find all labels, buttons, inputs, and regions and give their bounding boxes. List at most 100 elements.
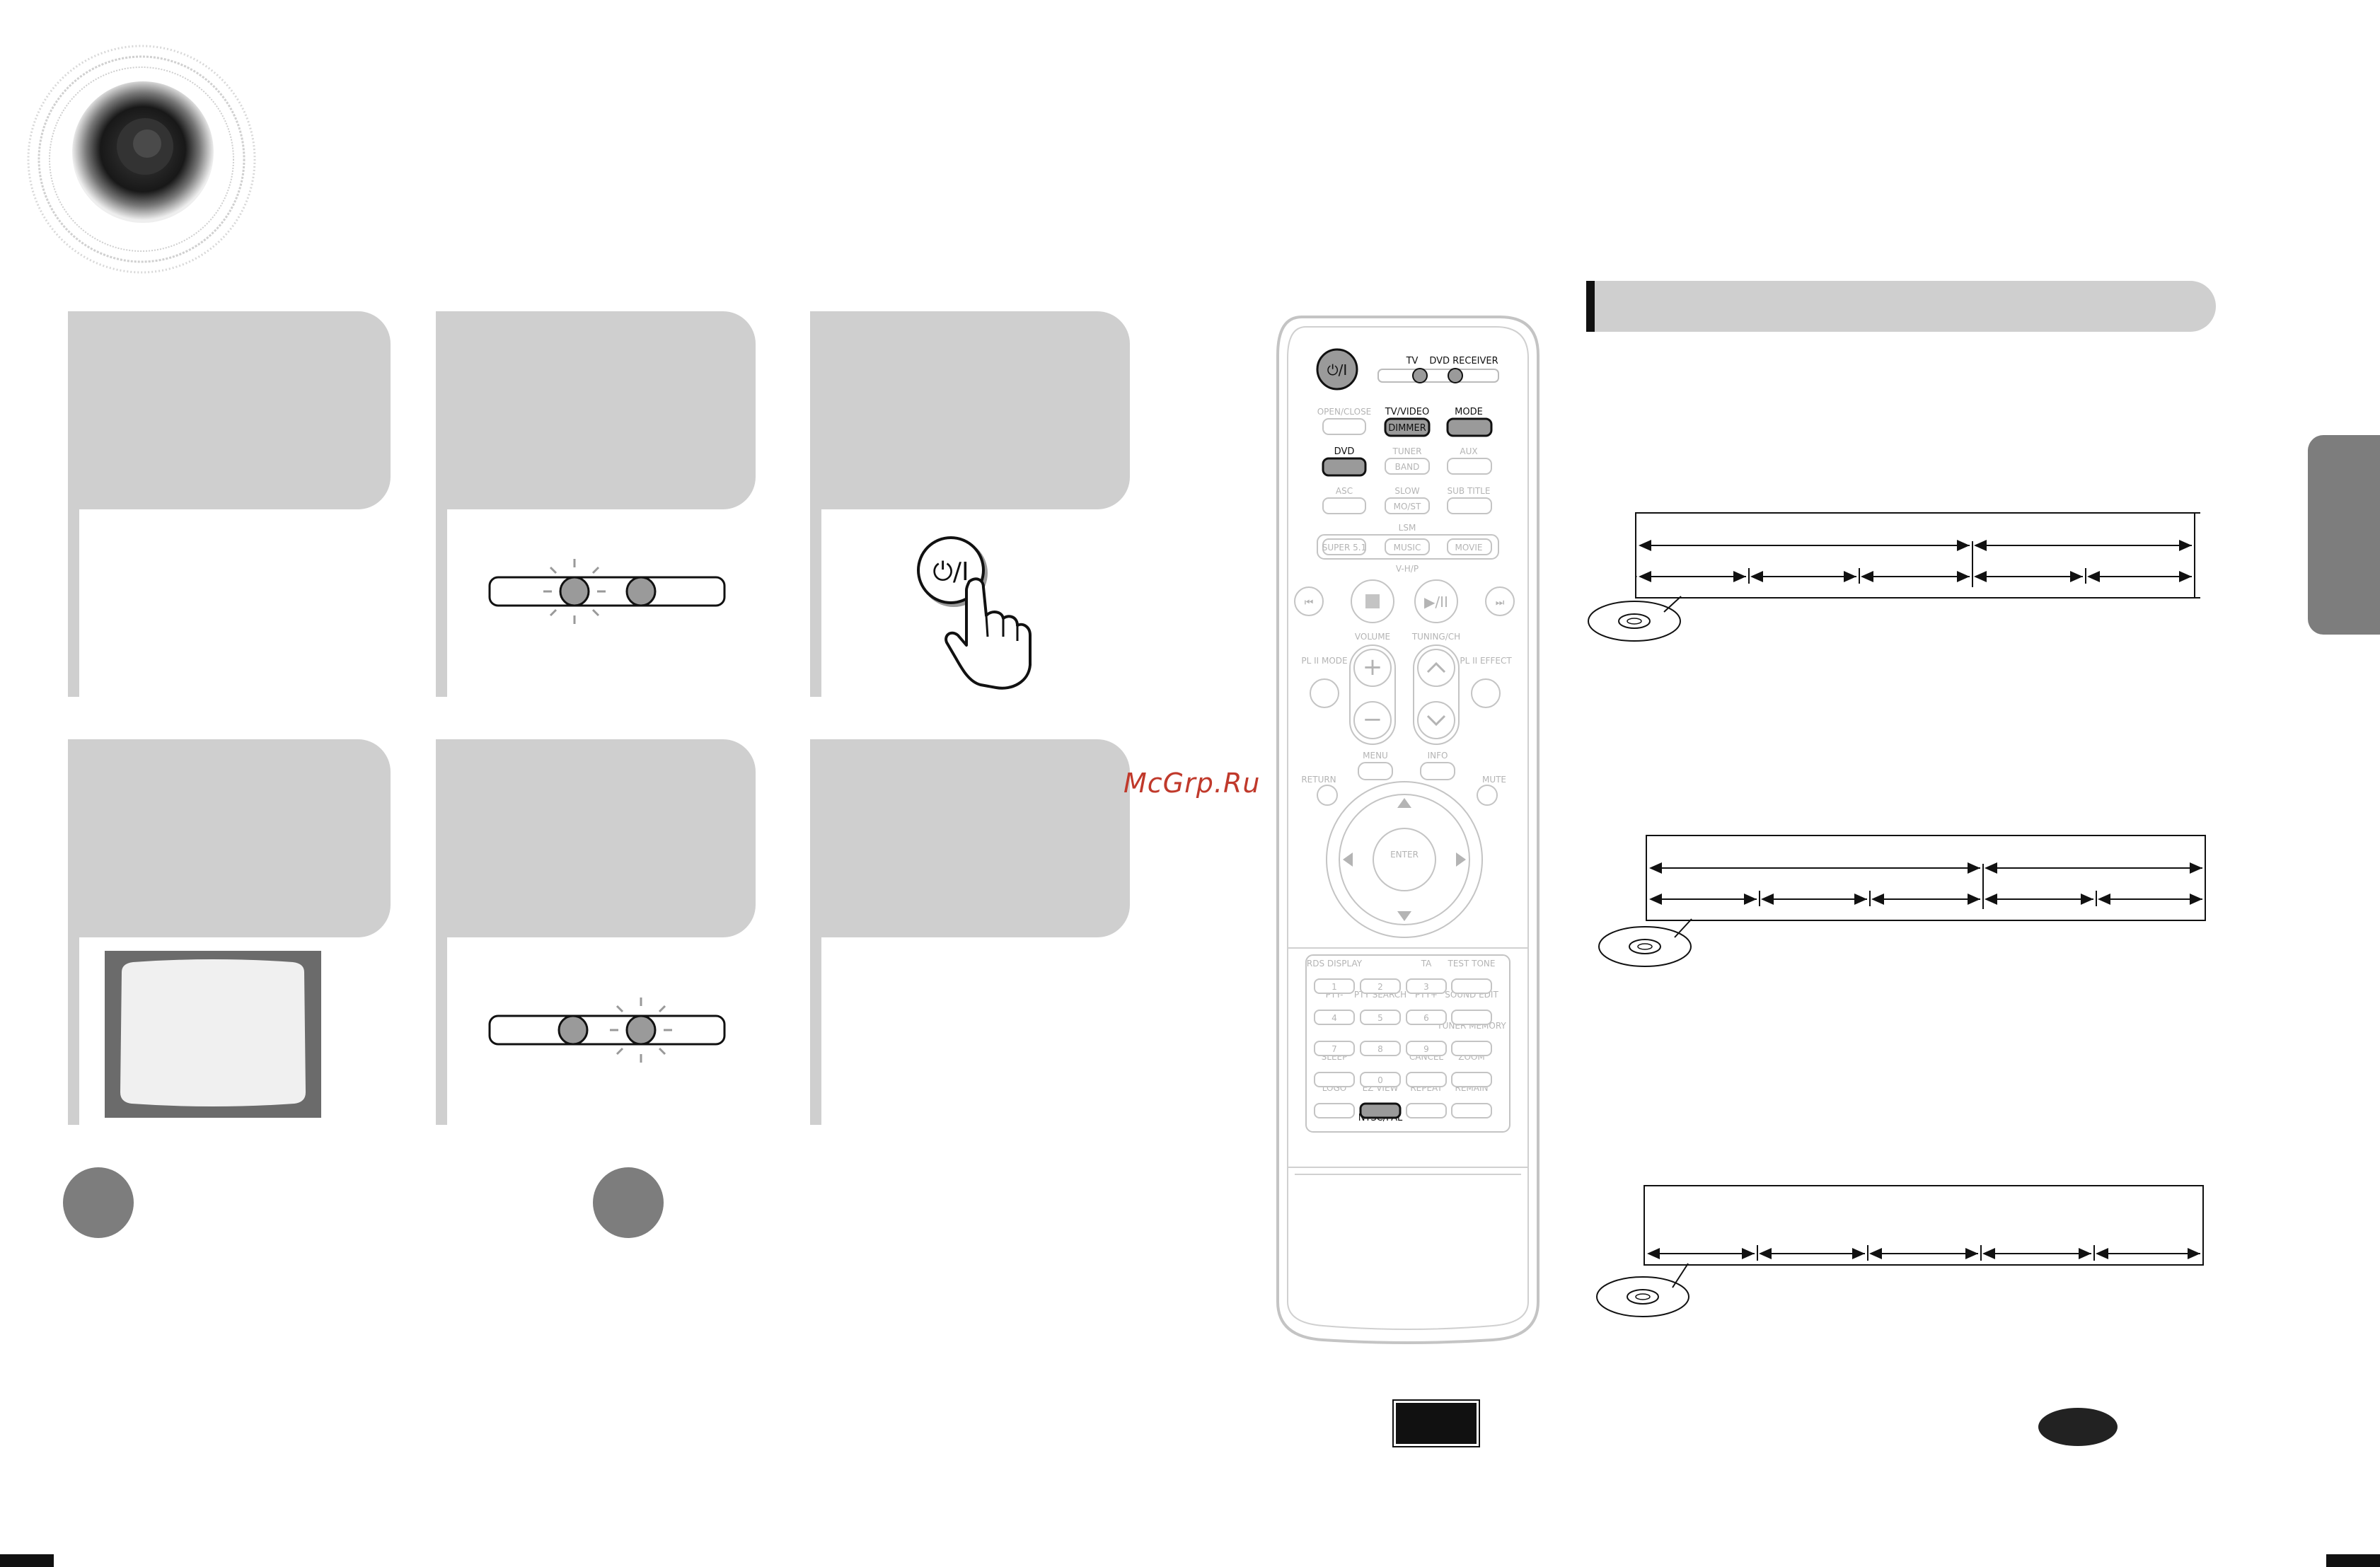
remote-keypad-button[interactable] [1451,978,1492,994]
remote-keypad-button[interactable] [1451,1010,1492,1025]
remote-movie-button[interactable] [1447,538,1492,555]
svg-text:⏭: ⏭ [1496,597,1505,608]
remote-digit-1-button[interactable] [1314,978,1355,994]
remote-skip-forward-button[interactable] [1485,586,1515,616]
remote-digit-6-button[interactable] [1406,1010,1447,1025]
remote-label-test-tone: TEST TONE [1447,959,1495,968]
chapter-side-tab [2308,435,2380,635]
remote-digit-label: 8 [1377,1044,1383,1054]
svg-text:▶/II: ▶/II [1424,594,1448,611]
remote-band-button[interactable] [1385,458,1430,475]
svg-text:⏻/I: ⏻/I [1327,362,1347,378]
remote-sub-title-button[interactable] [1447,497,1492,514]
svg-text:−: − [1363,705,1383,734]
remote-label-mute: MUTE [1482,775,1506,785]
remote-keypad-button[interactable] [1406,1103,1447,1118]
remote-label-aux: AUX [1460,446,1477,456]
remote-enter-button[interactable] [1373,828,1436,891]
remote-mute-button[interactable] [1477,785,1498,806]
remote-label-vhp: V-H/P [1396,564,1419,574]
remote-power-button[interactable]: ⏻/I [1316,348,1358,391]
remote-label-lsm: LSM [1399,523,1416,533]
remote-label-enter: ENTER [1390,850,1419,860]
remote-return-button[interactable] [1317,785,1338,806]
remote-label-pl2-mode: PL II MODE [1301,656,1347,666]
remote-label-dvd-receiver: DVD RECEIVER [1429,356,1498,366]
remote-digit-4-button[interactable] [1314,1010,1355,1025]
remote-label-tuner: TUNER [1392,446,1421,456]
remote-mode-switch[interactable] [1377,369,1499,383]
remote-label-dvd: DVD [1334,446,1355,457]
remote-music-button[interactable] [1385,538,1430,555]
step-panel-4-header [68,739,391,937]
speaker-logo-graphic [27,45,256,274]
remote-open-close-button[interactable] [1322,418,1366,435]
remote-pl2-effect-button[interactable] [1471,678,1501,708]
page-number-box-left [1392,1399,1480,1447]
remote-digit-2-button[interactable] [1360,978,1401,994]
remote-keypad-button[interactable] [1314,1103,1355,1118]
remote-digit-9-button[interactable] [1406,1041,1447,1056]
remote-label-dimmer: DIMMER [1388,423,1426,434]
disc-structure-diagram-3 [1596,1185,2204,1317]
remote-dvd-button[interactable] [1322,457,1367,477]
remote-aux-button[interactable] [1447,458,1492,475]
remote-super51-button[interactable] [1322,538,1366,555]
remote-digit-label: 4 [1331,1013,1337,1023]
step-panel-4-bar [68,937,79,1125]
remote-digit-label: 3 [1423,982,1429,992]
remote-digit-7-button[interactable] [1314,1041,1355,1056]
remote-keypad-button[interactable] [1451,1041,1492,1056]
remote-skip-back-button[interactable] [1294,586,1324,616]
remote-digit-3-button[interactable] [1406,978,1447,994]
remote-mo-st-button[interactable] [1385,497,1430,514]
remote-pl2-mode-button[interactable] [1310,678,1339,708]
remote-ez-view-button[interactable] [1359,1102,1402,1119]
remote-digit-5-button[interactable] [1360,1010,1401,1025]
remote-mode-button[interactable] [1446,417,1493,437]
step-panel-1-bar [68,509,79,697]
remote-digit-label: 5 [1377,1013,1383,1023]
remote-asc-button[interactable] [1322,497,1366,514]
remote-label-tv-video: TV/VIDEO [1385,407,1429,417]
remote-digit-label: 0 [1377,1075,1383,1085]
remote-label-tv: TV [1406,356,1419,366]
remote-info-button[interactable] [1420,762,1455,780]
remote-play-pause-button[interactable] [1414,579,1458,623]
svg-text:⏮: ⏮ [1305,597,1314,608]
page-number-oval-right [2038,1408,2118,1446]
tv-screen-illustration [105,951,321,1118]
remote-label-tuning-ch: TUNING/CH [1411,632,1460,642]
remote-label-open-close: OPEN/CLOSE [1317,407,1372,417]
remote-digit-8-button[interactable] [1360,1041,1401,1056]
corner-mark-right [2326,1554,2380,1567]
corner-mark-left [0,1554,54,1567]
remote-label-info: INFO [1428,751,1448,761]
mode-switch-tv-blinking [488,559,726,624]
step-panel-5-bar [436,937,447,1125]
remote-digit-label: 6 [1423,1013,1429,1023]
remote-label-return: RETURN [1301,775,1336,785]
step-panel-1-header [68,311,391,509]
remote-control: ⏻/I TV DVD RECEIVER OPEN/CLOSE TV/VIDEO … [1276,316,1540,1344]
step-panel-3-header [810,311,1130,509]
remote-label-sub-title: SUB TITLE [1448,486,1491,496]
remote-label-mo-st: MO/ST [1394,502,1421,511]
remote-keypad-button[interactable] [1406,1072,1447,1087]
remote-keypad-button[interactable] [1314,1072,1355,1087]
step-panel-6-bar [810,937,821,1125]
remote-digit-0-button[interactable] [1360,1072,1401,1087]
remote-label-movie: MOVIE [1455,543,1483,553]
remote-menu-button[interactable] [1358,762,1393,780]
remote-keypad-button[interactable] [1451,1103,1492,1118]
remote-digit-label: 1 [1331,982,1337,992]
step-panel-6-header [810,739,1130,937]
step-panel-2-header [436,311,756,509]
remote-keypad-button[interactable] [1451,1072,1492,1087]
remote-digit-label: 2 [1377,982,1383,992]
remote-dimmer-button[interactable] [1384,417,1431,437]
remote-label-volume: VOLUME [1355,632,1390,642]
remote-label-asc: ASC [1336,486,1353,496]
watermark: McGrp.Ru [1123,768,1261,799]
remote-digit-label: 9 [1423,1044,1429,1054]
